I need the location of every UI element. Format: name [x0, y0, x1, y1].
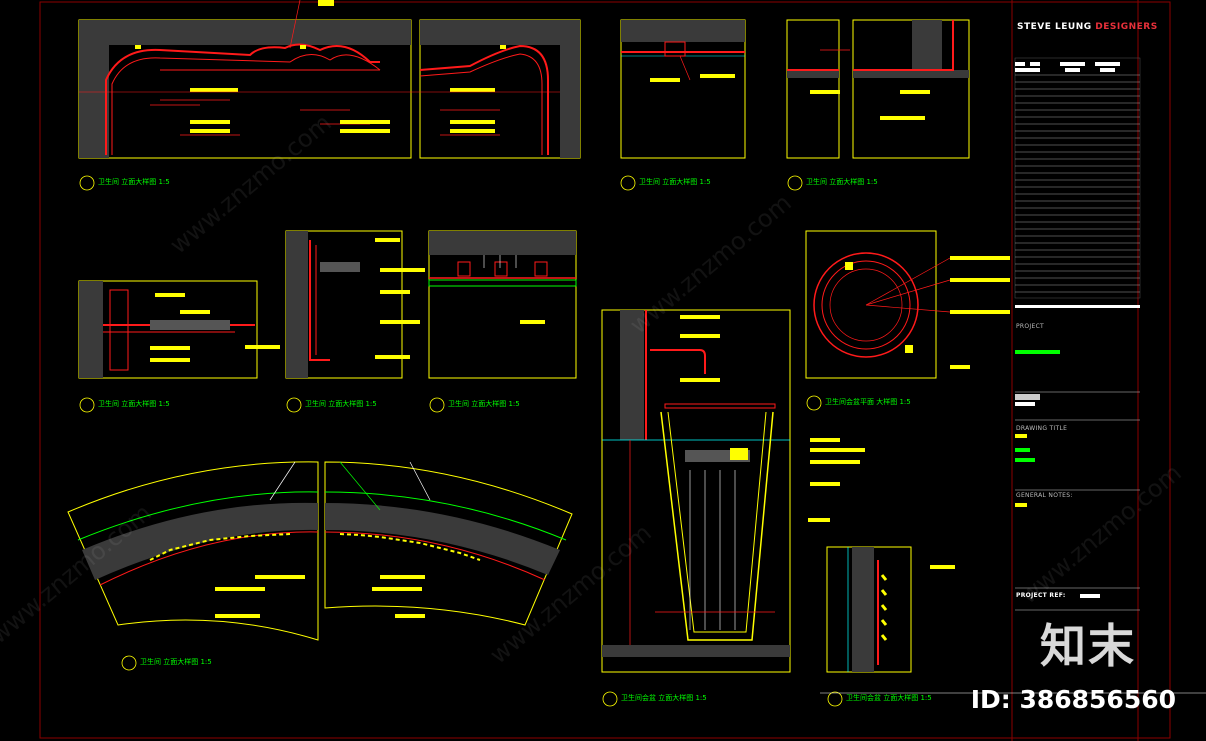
detail-label: 卫生间会盆平面 大样图 1:5: [825, 398, 911, 406]
detail-mid-ceiling: [428, 230, 577, 379]
brand-suffix: DESIGNERS: [1095, 22, 1158, 32]
general-notes-label: GENERAL NOTES:: [1016, 492, 1073, 499]
brand-logo: STEVE LEUNG DESIGNERS: [1017, 22, 1158, 32]
watermark-logo: 知末: [1040, 619, 1136, 673]
watermark-id: ID: 386856560: [970, 685, 1176, 714]
titleblock: [1014, 57, 1141, 611]
detail-top-middle-section: [620, 19, 746, 159]
project-ref-label: PROJECT REF:: [1016, 592, 1066, 599]
detail-bottom-right-section: [826, 546, 955, 673]
sheet-border: [39, 1, 1171, 739]
drawing-title-label: DRAWING TITLE: [1016, 425, 1068, 432]
detail-top-left-elevation: [78, 0, 581, 159]
detail-basin-plan: [805, 230, 1010, 379]
detail-label: 卫生间 立面大样图 1:5: [448, 400, 520, 408]
detail-label: 卫生间 立面大样图 1:5: [806, 178, 878, 186]
detail-markers: [79, 175, 1206, 707]
detail-basin-section: [601, 309, 865, 673]
detail-label: 卫生间 立面大样图 1:5: [98, 400, 170, 408]
detail-mid-vertical: [285, 230, 425, 379]
detail-label: 卫生间会盆 立面大样图 1:5: [621, 694, 707, 702]
detail-label: 卫生间会盆 立面大样图 1:5: [846, 694, 932, 702]
detail-label: 卫生间 立面大样图 1:5: [639, 178, 711, 186]
detail-label: 卫生间 立面大样图 1:5: [98, 178, 170, 186]
detail-label: 卫生间 立面大样图 1:5: [140, 658, 212, 666]
detail-mid-left: [78, 280, 280, 379]
brand-name: STEVE LEUNG: [1017, 22, 1092, 32]
detail-label: 卫生间 立面大样图 1:5: [305, 400, 377, 408]
project-label: PROJECT: [1016, 323, 1045, 330]
detail-curved-plan: [67, 461, 573, 641]
detail-top-right-sections: [786, 19, 970, 159]
